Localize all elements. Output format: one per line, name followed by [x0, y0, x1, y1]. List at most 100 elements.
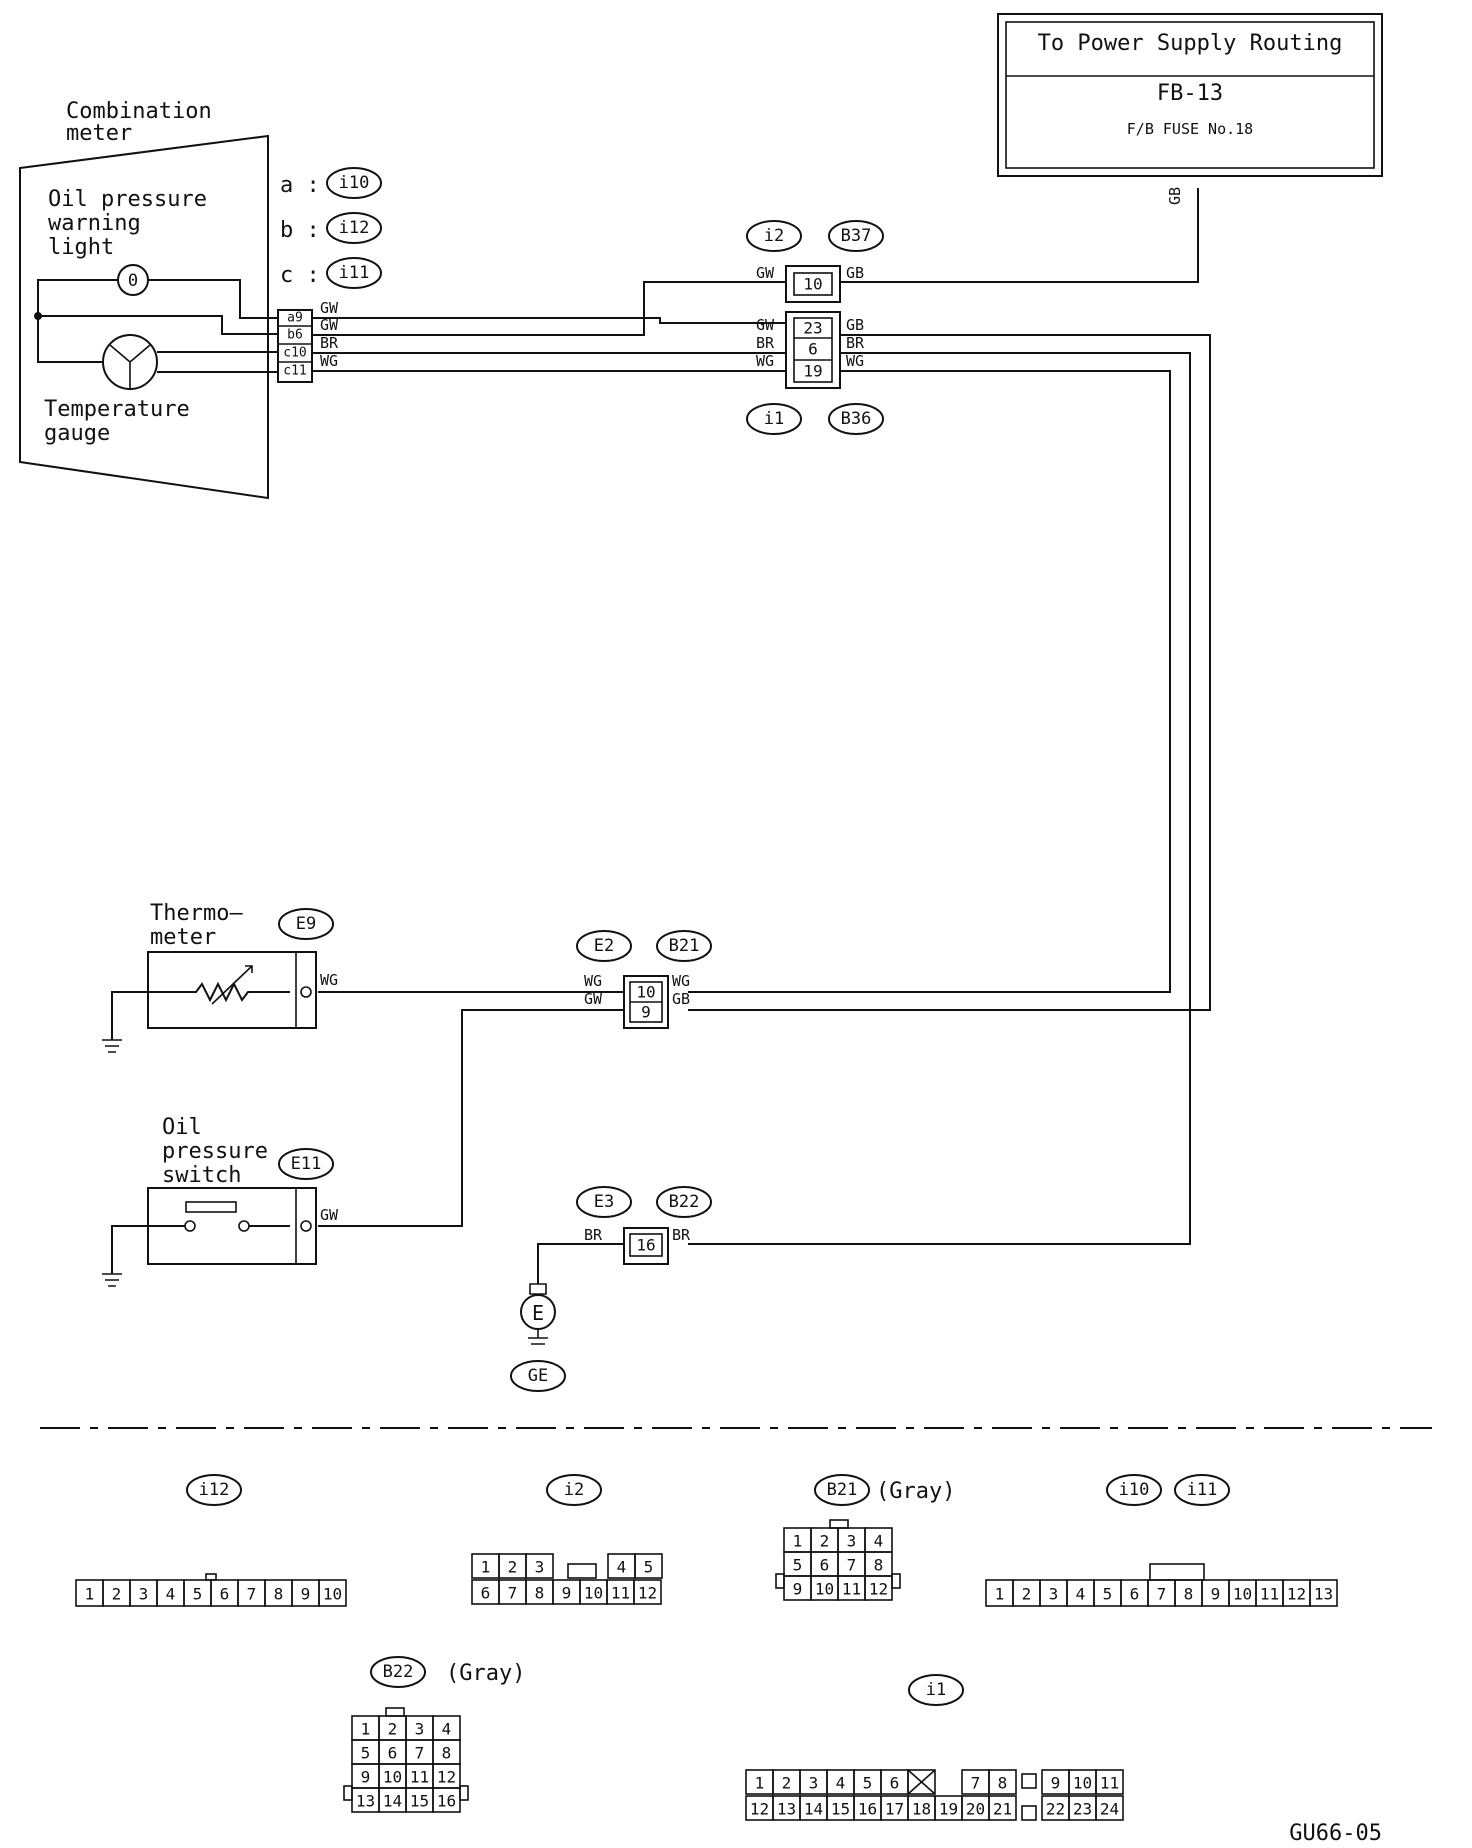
i1-key: [1021, 1773, 1037, 1789]
b21-pin: 4: [874, 1532, 884, 1551]
i1-wire-l-2: BR: [756, 334, 775, 352]
junction-e3-b22: E3 B22 16 BR BR E GE: [510, 1186, 712, 1392]
i1-pin: 14: [804, 1800, 823, 1819]
i2-wire-r: GB: [846, 264, 864, 282]
b36-tag: B36: [841, 409, 872, 429]
i2-pin: 12: [638, 1584, 657, 1603]
i2-pin: 3: [535, 1558, 545, 1577]
b21-pinout-tag-oval: [814, 1474, 870, 1506]
i10-i11-pin: 5: [1103, 1585, 1113, 1604]
i12-cell: [318, 1579, 347, 1607]
meter-wire-2: GW: [320, 316, 339, 334]
diagram-code: GU66-05: [1289, 1821, 1382, 1846]
b21-key: [829, 1519, 849, 1529]
i10-i11-pin: 1: [995, 1585, 1005, 1604]
i2-cell: [634, 1553, 663, 1579]
e9-tag: E9: [296, 914, 316, 934]
b22-pin: 15: [410, 1792, 429, 1811]
thermo-wire: WG: [320, 971, 338, 989]
b22-pin: 10: [383, 1768, 402, 1787]
i10-i11-pin: 11: [1260, 1585, 1279, 1604]
b22-pin: 2: [388, 1720, 398, 1739]
i1-pin: 7: [971, 1774, 981, 1793]
i1-pin: 18: [912, 1800, 931, 1819]
b21-pin: 12: [869, 1580, 888, 1599]
i2-pinout-tag-oval: [546, 1474, 602, 1506]
i2-key: [567, 1563, 597, 1579]
i1-cell: [988, 1769, 1017, 1795]
i10-i11-pin: 2: [1022, 1585, 1032, 1604]
i2-pin: 10: [803, 275, 822, 294]
i12-pinout-tag: i12: [199, 1480, 230, 1500]
i1-tag: i1: [764, 409, 784, 429]
i12-pin: 2: [112, 1585, 122, 1604]
i1-pin: 23: [1073, 1800, 1092, 1819]
i10-i11-pin: 10: [1233, 1585, 1252, 1604]
key-c: c :: [280, 263, 320, 288]
meter-pin-c10: c10: [283, 346, 306, 361]
i10-i11-pin: 6: [1130, 1585, 1140, 1604]
e2-tag: E2: [594, 936, 614, 956]
i2-wire-l: GW: [756, 264, 775, 282]
i12-pin: 3: [139, 1585, 149, 1604]
warning-lamp-icon: [117, 264, 149, 296]
b21-pin: 6: [820, 1556, 830, 1575]
meter-pin-c11: c11: [283, 364, 306, 379]
conn-c-tag: i11: [339, 263, 370, 283]
e2-wire-l-1: WG: [584, 972, 602, 990]
b37-tag: B37: [841, 226, 872, 246]
i1-cell: [988, 1795, 1017, 1821]
combination-meter: Combination meter Oil pressure warning l…: [19, 99, 382, 500]
i2-pin: 8: [535, 1584, 545, 1603]
i1-pin: 11: [1100, 1774, 1119, 1793]
i2-pin: 9: [562, 1584, 572, 1603]
e3-tag: E3: [594, 1192, 614, 1212]
e3-pin-16: 16: [636, 1236, 655, 1255]
e2-pin-9: 9: [641, 1003, 651, 1022]
e2-wire-r-1: WG: [672, 972, 690, 990]
b22-pin: 3: [415, 1720, 425, 1739]
b22-pin: 11: [410, 1768, 429, 1787]
i2-pinout-tag: i2: [564, 1480, 584, 1500]
i12-pin: 10: [323, 1585, 342, 1604]
b22-pin: 7: [415, 1744, 425, 1763]
i1-pin: 16: [858, 1800, 877, 1819]
b22-latch: [343, 1785, 353, 1801]
b21-latch: [891, 1573, 901, 1589]
ground-e: E: [532, 1301, 544, 1325]
b21-pin: 3: [847, 1532, 857, 1551]
i1-pin: 2: [782, 1774, 792, 1793]
i1-key: [1021, 1805, 1037, 1821]
b22-pin: 8: [442, 1744, 452, 1763]
power-wire-label: GB: [1166, 187, 1184, 205]
b22-pin: 16: [437, 1792, 456, 1811]
key-a: a :: [280, 173, 320, 198]
ground-symbol-icon: [102, 1039, 122, 1053]
b21-pin: 8: [874, 1556, 884, 1575]
i1-wire-l-1: GW: [756, 316, 775, 334]
i2-pin: 4: [617, 1558, 627, 1577]
i2-pin: 11: [611, 1584, 630, 1603]
i1-pin: 19: [939, 1800, 958, 1819]
b22-pin: 13: [356, 1792, 375, 1811]
oil-light-label-3: light: [48, 235, 114, 260]
lamp-glyph: 0: [128, 271, 138, 291]
thermometer: Thermo— meter E9 WG: [102, 901, 338, 1053]
b21-pin: 1: [793, 1532, 803, 1551]
junction-e2-b21: E2 B21 10 9 WG GW WG GB: [576, 930, 712, 1029]
b22-pin: 14: [383, 1792, 402, 1811]
meter-title-1: Combination: [66, 99, 212, 124]
fuse-label: F/B FUSE No.18: [1127, 120, 1253, 138]
i1-pin: 9: [1051, 1774, 1061, 1793]
i12-pin: 6: [220, 1585, 230, 1604]
i12-pin: 9: [301, 1585, 311, 1604]
i1-pin: 24: [1100, 1800, 1119, 1819]
i2-tag: i2: [764, 226, 784, 246]
b21-pin: 5: [793, 1556, 803, 1575]
i10-i11-pin: 7: [1157, 1585, 1167, 1604]
i10-i11-pin: 3: [1049, 1585, 1059, 1604]
b21-pin: 10: [815, 1580, 834, 1599]
i1-blank-cell: [907, 1769, 936, 1795]
i1-cell: [1095, 1769, 1124, 1795]
